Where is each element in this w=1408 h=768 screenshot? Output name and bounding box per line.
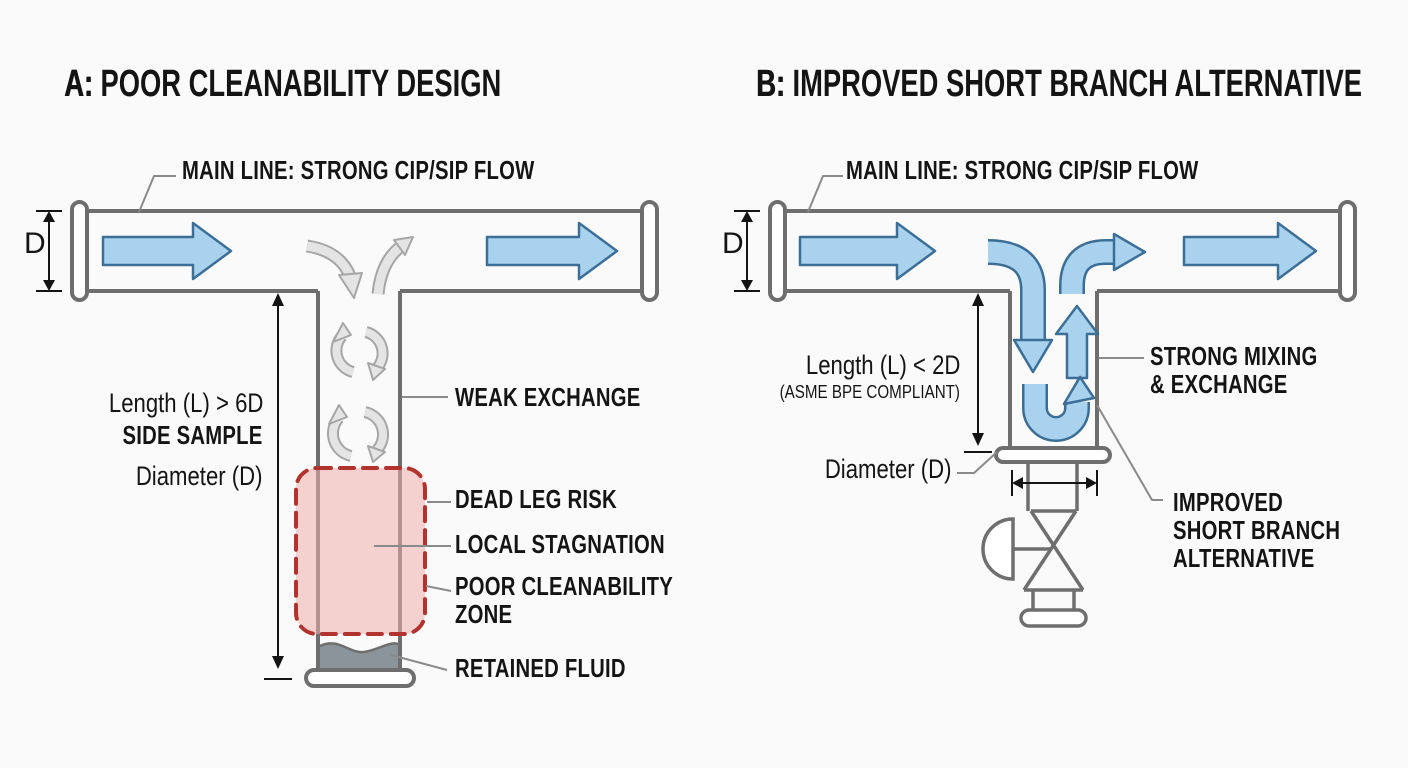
main-pipe-a xyxy=(87,209,642,293)
main-line-label-a: MAIN LINE: STRONG CIP/SIP FLOW xyxy=(182,155,535,185)
compliance-label: (ASME BPE COMPLIANT) xyxy=(779,381,960,402)
flow-arrows-a xyxy=(101,221,619,281)
strong-mixing-label-line2: & EXCHANGE xyxy=(1150,369,1288,399)
diameter-dimension-a xyxy=(36,210,62,292)
panel-b-title-prefix: B: xyxy=(756,63,785,105)
local-stagnation-label: LOCAL STAGNATION xyxy=(455,529,665,559)
branch-end-cap xyxy=(304,668,416,688)
swirl-arrow-icon xyxy=(332,322,352,343)
improved-label-line3: ALTERNATIVE xyxy=(1173,543,1315,573)
weak-arrow-up-icon xyxy=(393,236,414,256)
dead-leg-zone xyxy=(294,466,427,636)
flow-arrow-right-icon xyxy=(798,221,937,281)
valve-base xyxy=(1019,608,1088,628)
swirl-arrow-icon xyxy=(367,362,386,381)
leader-lines-a xyxy=(138,175,452,671)
improved-label-line2: SHORT BRANCH xyxy=(1173,515,1341,545)
retained-fluid-label: RETAINED FLUID xyxy=(455,653,626,683)
swirl-arrow-icon xyxy=(328,404,348,425)
dead-leg-risk-label: DEAD LEG RISK xyxy=(455,484,617,514)
panel-a-title: A: POOR CLEANABILITY DESIGN xyxy=(64,65,501,103)
length-label-a: Length (L) > 6D xyxy=(108,388,263,418)
diameter-dimension-b xyxy=(734,210,760,292)
weak-flow-arrows-a xyxy=(305,236,414,299)
clamp-ferrule xyxy=(994,446,1112,464)
flow-arrow-right-icon xyxy=(1112,232,1147,272)
length-dimension-a xyxy=(264,293,292,680)
pipe-flange xyxy=(768,200,787,302)
poor-cleanability-label-line1: POOR CLEANABILITY xyxy=(455,571,674,601)
diameter-short-label-b: D xyxy=(722,227,744,260)
leader-lines-b xyxy=(807,175,1163,501)
pipe-flange xyxy=(640,200,659,302)
valve-handle-icon xyxy=(981,517,1015,581)
swirl-arrow-icon xyxy=(367,445,386,463)
flow-arrow-right-icon xyxy=(101,221,233,281)
flow-arrows-b xyxy=(798,221,1318,281)
pipe-flange xyxy=(70,200,89,302)
panel-a-title-text: POOR CLEANABILITY DESIGN xyxy=(100,63,502,105)
flow-uturn-arrow-icon xyxy=(1062,375,1096,406)
panel-b-pipework xyxy=(768,200,1357,450)
side-sample-label: SIDE SAMPLE xyxy=(122,420,263,450)
diameter-label-b: Diameter (D) xyxy=(825,454,952,484)
flow-arrow-right-icon xyxy=(485,221,619,281)
length-label-b: Length (L) < 2D xyxy=(805,350,960,380)
circulation-arrows-a xyxy=(327,322,389,463)
strong-mixing-label-line1: STRONG MIXING xyxy=(1150,341,1318,371)
poor-cleanability-label-line2: ZONE xyxy=(455,599,513,629)
branch-pipe-b xyxy=(1008,291,1099,450)
diameter-label-a: Diameter (D) xyxy=(136,461,263,491)
panel-b-title-text: IMPROVED SHORT BRANCH ALTERNATIVE xyxy=(792,63,1362,105)
flow-arrow-right-icon xyxy=(1182,221,1318,281)
retained-fluid xyxy=(319,642,399,672)
flow-arrow-down-icon xyxy=(1012,338,1054,374)
main-line-label-b: MAIN LINE: STRONG CIP/SIP FLOW xyxy=(846,155,1199,185)
panel-a-title-prefix: A: xyxy=(64,63,93,105)
weak-arrow-down-icon xyxy=(338,272,363,299)
flow-arrow-up-icon xyxy=(1054,304,1100,380)
improved-label-line1: IMPROVED xyxy=(1173,487,1284,517)
valve-width-dimension xyxy=(1011,470,1098,496)
mixing-arrows-b xyxy=(987,232,1147,442)
valve-symbol xyxy=(981,462,1098,628)
weak-exchange-label: WEAK EXCHANGE xyxy=(455,382,641,412)
length-dimension-b xyxy=(964,293,992,453)
diameter-short-label-a: D xyxy=(24,227,46,260)
panel-b-title: B: IMPROVED SHORT BRANCH ALTERNATIVE xyxy=(756,65,1362,103)
pipe-flange xyxy=(1338,200,1357,302)
main-pipe-b xyxy=(785,209,1340,293)
